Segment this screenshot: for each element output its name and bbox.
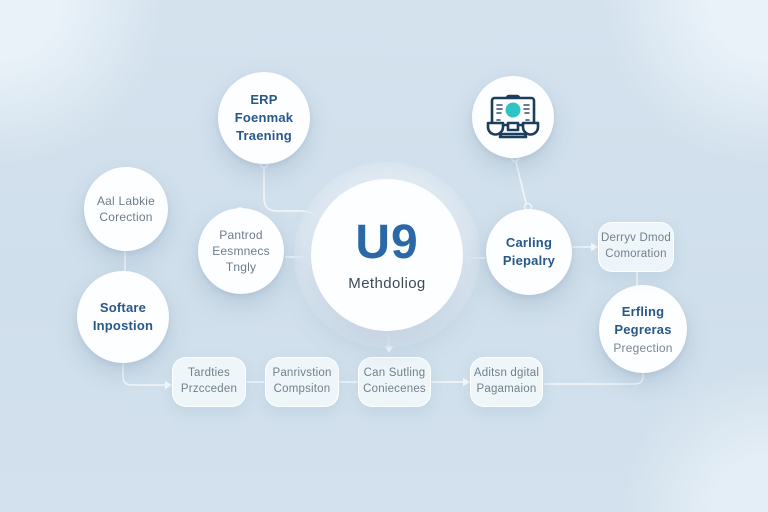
connector-erfling-to-aditsn (544, 371, 644, 385)
node-pantrod-label: Pantrod Eesmnecs Tngly (212, 227, 270, 275)
laptop-presentation-icon (486, 94, 540, 139)
connector-laptop-to-carling (515, 161, 527, 204)
node-derryv: Derryv Dmod Comoration (598, 222, 674, 272)
node-tardties: Tardties Przcceden (172, 357, 246, 407)
node-erp-label: ERP Foenmak Traening (234, 92, 294, 143)
center-subtitle: Methdoliog (348, 274, 426, 292)
node-panrivstion: Panrivstion Compsiton (265, 357, 339, 407)
node-aal-label: Aal Labkie Corection (96, 193, 156, 224)
node-derryv-label: Derryv Dmod Comoration (601, 232, 671, 260)
node-softare-label: Softare Inpostion (92, 300, 154, 333)
center-node-u9: U9 Methdoliog (311, 179, 463, 331)
node-panrivstion-label: Panrivstion Compsiton (272, 367, 332, 395)
node-aal-labkie: Aal Labkie Corection (84, 167, 168, 251)
node-erfling-sublabel: Pregection (613, 340, 673, 355)
node-aditsn-label: Aditsn dgital Pagamaion (473, 367, 540, 395)
node-erp-training: ERP Foenmak Traening (218, 72, 310, 164)
node-erfling-label: Erfling Pegreras (614, 304, 672, 337)
node-cansutling-label: Can Sutling Coniecenes (363, 367, 426, 395)
node-pantrod: Pantrod Eesmnecs Tngly (198, 208, 284, 294)
node-cansutling: Can Sutling Coniecenes (358, 357, 431, 407)
connector-softare-to-tardties (122, 361, 166, 386)
node-carling: Carling Piepalry (486, 209, 572, 295)
node-laptop (472, 76, 554, 158)
node-carling-label: Carling Piepalry (502, 235, 556, 268)
node-aditsn: Aditsn dgital Pagamaion (470, 357, 543, 407)
node-tardties-label: Tardties Przcceden (180, 367, 238, 395)
node-softare: Softare Inpostion (77, 271, 169, 363)
center-title: U9 (355, 215, 419, 269)
node-erfling: Erfling Pegreras Pregection (599, 285, 687, 373)
